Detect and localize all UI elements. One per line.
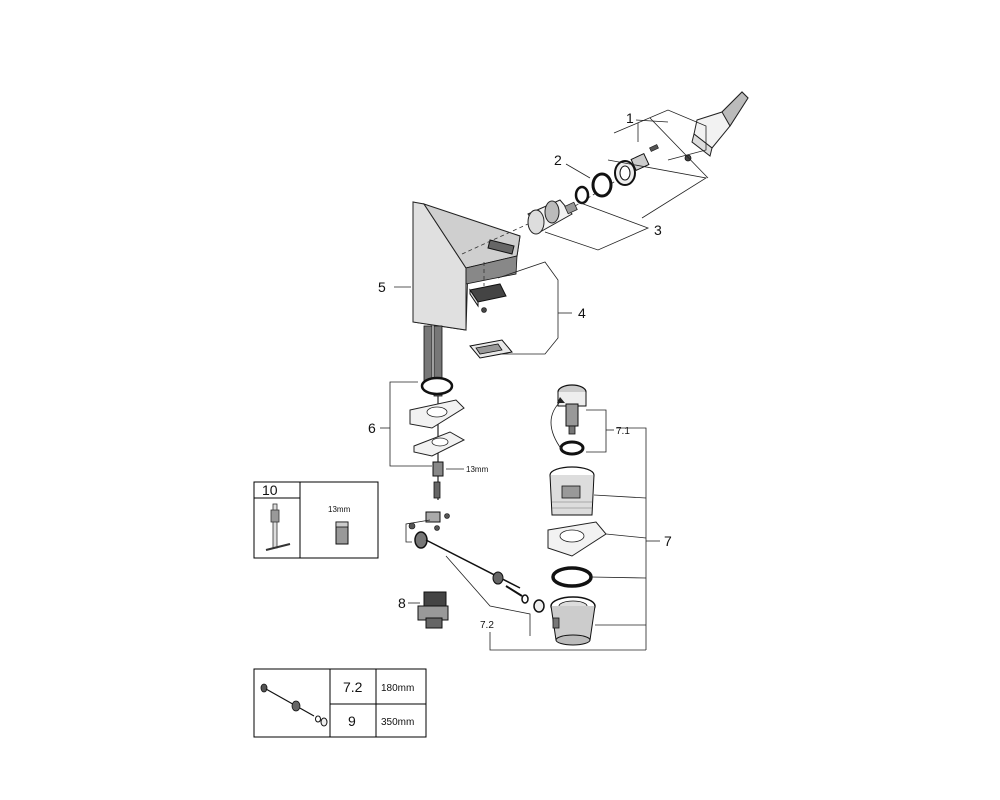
mounting-nut <box>432 461 444 477</box>
callout-6: 6 <box>368 420 376 436</box>
rotation-arrow-head <box>557 397 565 403</box>
drain-o-ring <box>551 566 593 588</box>
bracket-7-1 <box>586 409 607 453</box>
tool-box-size: 13mm <box>328 505 351 514</box>
callout-7-2: 7.2 <box>480 620 494 631</box>
rod-length-table: 7.2 180mm 9 350mm <box>253 668 427 738</box>
threaded-stud <box>433 481 441 499</box>
cartridge <box>527 199 578 235</box>
pivot-rod <box>425 539 523 597</box>
drain-gasket <box>547 521 607 557</box>
mounting-gasket <box>409 399 465 429</box>
handle-adapter <box>630 144 659 172</box>
callout-1: 1 <box>626 110 634 126</box>
bracket-part-7 <box>616 427 647 650</box>
callout-7: 7 <box>664 533 672 549</box>
stopper-stem <box>565 403 579 435</box>
rod-o-ring <box>521 594 529 604</box>
rotation-arrow-left <box>550 399 563 451</box>
bracket-part-4 <box>497 261 559 355</box>
seal-ring-medium <box>591 172 613 198</box>
rod-connector <box>408 511 450 531</box>
wrench-tool-icon <box>265 503 291 551</box>
bracket-rod-upper <box>405 519 431 543</box>
retaining-nut <box>614 160 636 186</box>
bracket-7-2-connector <box>489 632 646 651</box>
horseshoe-washer <box>413 431 466 457</box>
bracket-part-1 <box>613 109 707 161</box>
cartridge-axis-line <box>461 223 529 255</box>
callout-7-1: 7.1 <box>616 426 630 437</box>
bracket-part-6 <box>389 381 432 467</box>
aerator-clip <box>469 283 507 313</box>
faucet-body <box>412 201 521 331</box>
callout-4: 4 <box>578 305 586 321</box>
drain-stopper-cap <box>557 384 587 407</box>
lever-handle <box>691 91 749 157</box>
rod-table-part-1: 7.2 <box>343 679 363 695</box>
set-screw <box>684 154 692 162</box>
tool-box-number: 10 <box>262 482 278 498</box>
rod-table-length-2: 350mm <box>381 717 414 728</box>
stopper-seal-ring <box>559 440 585 456</box>
aerator-cover-plate <box>469 339 513 359</box>
callout-8: 8 <box>398 595 406 611</box>
bracket-part-7-2 <box>445 555 531 636</box>
callout-5: 5 <box>378 279 386 295</box>
pivot-rod-icon <box>260 683 328 727</box>
drain-basket <box>549 466 595 516</box>
o-ring-mount <box>420 376 454 396</box>
tool-box: 10 13mm <box>253 481 379 559</box>
rod-table-length-1: 180mm <box>381 683 414 694</box>
bracket-part-3-upper <box>607 159 708 219</box>
callout-2: 2 <box>554 152 562 168</box>
rod-table-part-2: 9 <box>348 713 356 729</box>
bracket-part-3 <box>544 201 650 251</box>
pivot-nut <box>414 531 428 549</box>
drain-housing <box>550 596 596 646</box>
socket-icon <box>335 521 349 545</box>
callout-3: 3 <box>654 222 662 238</box>
wrench-size-label: 13mm <box>466 465 489 474</box>
seal-ring-small <box>574 185 590 205</box>
rod-seal <box>533 599 545 613</box>
valve-body <box>417 591 449 629</box>
